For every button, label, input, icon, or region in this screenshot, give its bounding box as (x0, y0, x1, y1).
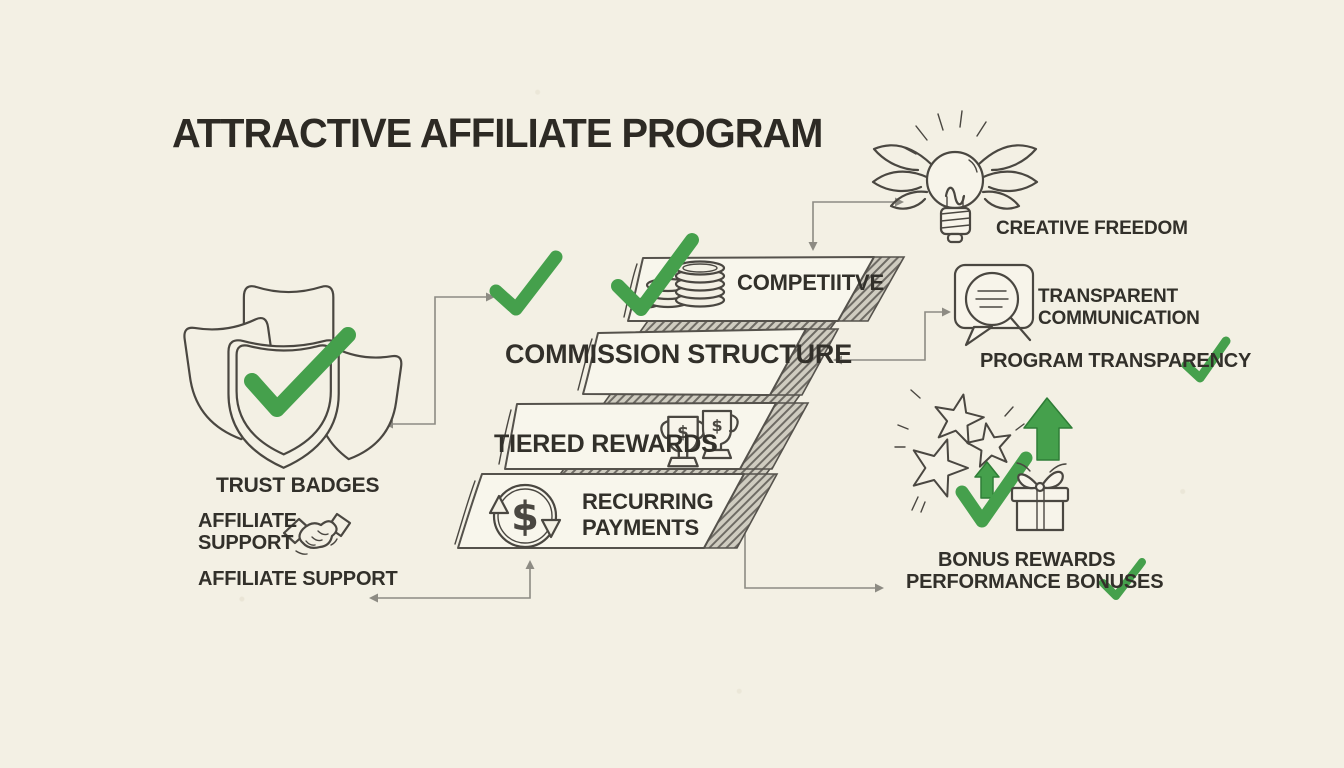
bonus-rewards-label: BONUS REWARDS (938, 549, 1116, 571)
stars-icon (895, 389, 1024, 512)
banner-recurring-label-line1: RECURRING (582, 489, 714, 514)
growth-arrow-icon (1023, 397, 1073, 461)
affiliate-support-repeat-label: AFFILIATE SUPPORT (198, 568, 398, 590)
handshake-icon (282, 512, 352, 555)
banner-tiered-rewards-label: TIERED REWARDS (494, 430, 718, 458)
creative-freedom-label: CREATIVE FREEDOM (996, 218, 1188, 239)
commission-check-icon (489, 250, 563, 316)
small-growth-arrow-icon (974, 461, 1000, 499)
svg-text:$: $ (511, 494, 539, 540)
affiliate-support-label-line2: SUPPORT (198, 532, 294, 554)
svg-text:$: $ (711, 416, 722, 435)
performance-check-icon (1099, 558, 1146, 600)
transparency-check-icon (1181, 336, 1231, 383)
shield-cluster-icon (181, 284, 405, 468)
svg-text:$: $ (677, 422, 689, 442)
trust-check-icon (244, 327, 356, 417)
competitive-check-icon (611, 233, 699, 316)
affiliate-support-label-line1: AFFILIATE (198, 510, 297, 532)
banner-commission-structure (577, 328, 840, 396)
connector-to-transparent-communication (833, 307, 951, 365)
winged-lightbulb-icon (871, 110, 1039, 244)
banner-recurring-payments (454, 473, 779, 549)
gift-box-icon (1010, 462, 1070, 532)
connector-to-creative-freedom (808, 197, 904, 251)
connector-to-bonus-rewards (740, 498, 884, 593)
banner-competitive-label: COMPETIITVE (737, 270, 884, 295)
banner-recurring-label-line2: PAYMENTS (582, 515, 699, 540)
bonus-check-icon (955, 451, 1033, 528)
trust-badges-label: TRUST BADGES (216, 474, 380, 497)
page-title: ATTRACTIVE AFFILIATE PROGRAM (172, 110, 823, 156)
transparent-communication-label-line1: TRANSPARENT (1038, 286, 1178, 307)
transparent-communication-label-line2: COMMUNICATION (1038, 308, 1200, 329)
trophy-icon: $ $ (660, 409, 739, 468)
connector-to-affiliate-support (369, 560, 535, 603)
banner-commission-structure-label: COMMISSION STRUCTURE (505, 339, 853, 369)
speech-bubble-magnifier-icon (953, 263, 1035, 347)
performance-bonuses-label: PERFORMANCE BONUSES (906, 571, 1164, 593)
recurring-payment-icon: $ (488, 483, 562, 549)
program-transparency-label: PROGRAM TRANSPARENCY (980, 350, 1252, 372)
